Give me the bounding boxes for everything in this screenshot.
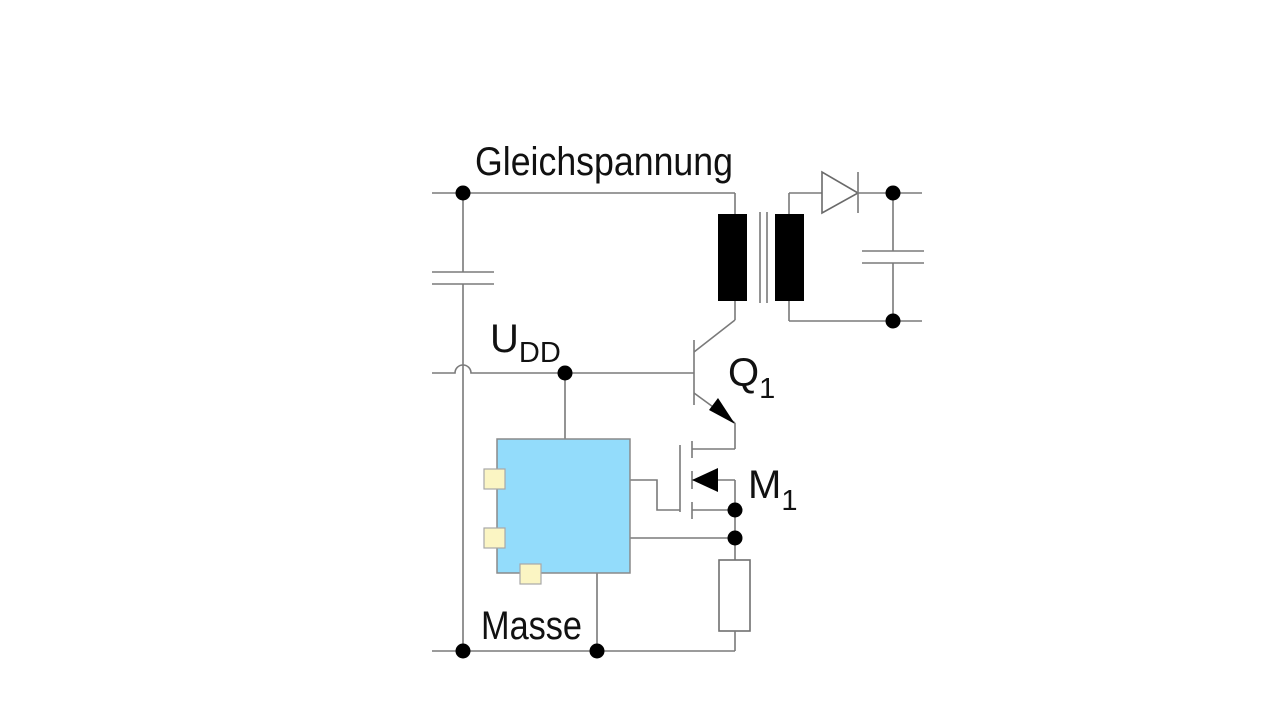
shunt-resistor: [718, 559, 751, 632]
dc-voltage-label: Gleichspannung: [475, 140, 733, 184]
ic-pin-2: [483, 527, 506, 549]
node-output-bottom: [885, 313, 901, 329]
q1-label: Q1: [728, 351, 775, 405]
gate-drive-wire: [630, 479, 680, 511]
node-ground-left: [455, 643, 471, 659]
udd-label-sub: DD: [519, 337, 561, 369]
q1-label-sub: 1: [759, 373, 775, 405]
node-udd: [557, 365, 573, 381]
ic-pin-1: [483, 468, 506, 490]
m1-body-arrow: [692, 468, 718, 492]
controller-ic: [496, 438, 631, 574]
node-m1-source: [727, 502, 743, 518]
udd-label-main: U: [490, 317, 519, 361]
output-diode: [821, 170, 860, 215]
q1-collector: [693, 319, 736, 353]
q1-emitter-arrow: [709, 398, 735, 424]
node-ground-ic: [589, 643, 605, 659]
node-current-sense: [727, 530, 743, 546]
ic-pin-3: [519, 563, 542, 585]
udd-wire-with-crossover: [432, 364, 694, 374]
transformer-primary-winding: [718, 214, 747, 301]
node-dc-rail: [455, 185, 471, 201]
m1-label: M1: [748, 463, 797, 517]
transformer-secondary-winding: [775, 214, 804, 301]
q1-label-main: Q: [728, 351, 759, 395]
m1-label-sub: 1: [781, 485, 797, 517]
ground-label: Masse: [481, 604, 582, 648]
m1-label-main: M: [748, 463, 781, 507]
udd-label: UDD: [490, 317, 561, 369]
node-output-top: [885, 185, 901, 201]
